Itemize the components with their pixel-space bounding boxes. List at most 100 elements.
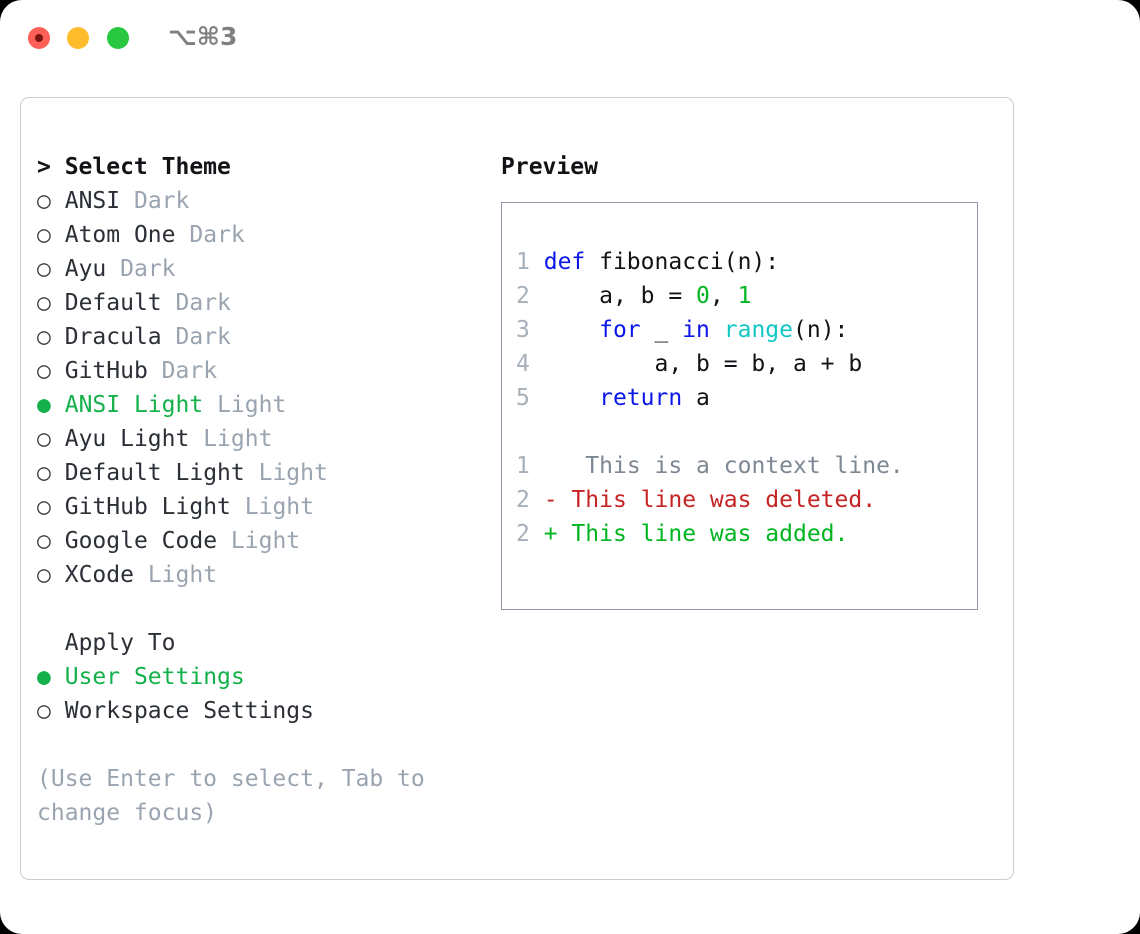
- theme-category: Light: [244, 494, 314, 520]
- theme-name: Dracula: [64, 324, 162, 350]
- theme-list-item[interactable]: ○ Ayu Light Light: [37, 422, 487, 456]
- theme-name: Default Light: [64, 460, 245, 486]
- theme-category: Dark: [133, 188, 190, 214]
- theme-list-item[interactable]: ○ Google Code Light: [37, 524, 487, 558]
- theme-category: Light: [203, 426, 273, 452]
- theme-name: Atom One: [64, 222, 176, 248]
- code-spacer: [516, 415, 973, 449]
- radio-unselected-icon: ○: [37, 188, 51, 214]
- theme-category: Dark: [120, 256, 176, 282]
- theme-list-item[interactable]: ○ GitHub Dark: [37, 354, 487, 388]
- theme-list-item[interactable]: ○ Default Dark: [37, 286, 487, 320]
- radio-unselected-icon: ○: [37, 494, 51, 520]
- radio-unselected-icon: ○: [37, 222, 51, 248]
- diff-line: 2 + This line was added.: [516, 517, 973, 551]
- diff-line: 2 - This line was deleted.: [516, 483, 973, 517]
- code-token: _: [640, 317, 683, 343]
- theme-category: Light: [230, 528, 301, 554]
- theme-list-item[interactable]: ● ANSI Light Light: [37, 388, 487, 422]
- keyboard-shortcut-label: ⌥⌘3: [168, 22, 238, 51]
- code-token: range: [723, 317, 794, 343]
- code-token: ,: [709, 283, 738, 309]
- theme-name: ANSI: [64, 188, 121, 214]
- theme-list-item[interactable]: ○ GitHub Light Light: [37, 490, 487, 524]
- theme-list-item[interactable]: ○ Ayu Dark: [37, 252, 487, 286]
- title-bar: ⌥⌘3: [0, 0, 1140, 78]
- line-number: 1: [516, 453, 530, 479]
- radio-unselected-icon: ○: [37, 698, 51, 724]
- code-token: [544, 317, 599, 343]
- theme-name: GitHub: [64, 358, 148, 384]
- diff-text: This line was deleted.: [557, 487, 877, 513]
- code-token: a, b =: [543, 283, 697, 309]
- theme-category: Light: [258, 460, 328, 486]
- diff-sign: -: [543, 487, 558, 513]
- line-number: 2: [516, 283, 530, 309]
- theme-category: Light: [217, 392, 287, 418]
- theme-list-item[interactable]: ○ Default Light Light: [37, 456, 487, 490]
- diff-line: 1 This is a context line.: [516, 449, 973, 483]
- apply-to-label: User Settings: [64, 664, 245, 690]
- apply-to-title: ○ Apply To: [64, 630, 176, 656]
- radio-unselected-icon: ○: [37, 324, 51, 350]
- preview-title: Preview: [501, 154, 598, 180]
- theme-name: Google Code: [64, 528, 218, 554]
- apply-to-section: ○ Apply To ● User Settings○ Workspace Se…: [37, 626, 487, 728]
- radio-selected-icon: ●: [37, 392, 51, 418]
- zoom-button[interactable]: [107, 27, 129, 49]
- apply-to-option[interactable]: ● User Settings: [37, 660, 487, 694]
- close-icon: [35, 34, 43, 42]
- code-line: 4 a, b = b, a + b: [516, 347, 973, 381]
- line-number: 2: [516, 521, 530, 547]
- code-token: for: [599, 317, 641, 343]
- page-title: > Select Theme: [37, 154, 231, 180]
- radio-unselected-icon: ○: [37, 460, 51, 486]
- code-token: a, b = b, a + b: [543, 351, 863, 377]
- theme-name: Default: [64, 290, 162, 316]
- apply-to-label: Workspace Settings: [64, 698, 314, 724]
- preview-pane: Preview 1 def fibonacci(n):2 a, b = 0, 1…: [501, 150, 1001, 610]
- theme-category: Dark: [161, 358, 218, 384]
- code-token: [544, 385, 599, 411]
- line-number: 4: [516, 351, 530, 377]
- theme-name: XCode: [64, 562, 134, 588]
- theme-list: ○ ANSI Dark○ Atom One Dark○ Ayu Dark○ De…: [37, 184, 487, 592]
- code-token: fibonacci(n):: [585, 249, 780, 275]
- theme-category: Dark: [175, 290, 231, 316]
- apply-to-option[interactable]: ○ Workspace Settings: [37, 694, 487, 728]
- theme-list-item[interactable]: ○ Atom One Dark: [37, 218, 487, 252]
- theme-name: Ayu: [64, 256, 107, 282]
- code-token: 0: [696, 283, 710, 309]
- close-button[interactable]: [28, 27, 50, 49]
- theme-list-item[interactable]: ○ XCode Light: [37, 558, 487, 592]
- diff-text: This line was added.: [557, 521, 849, 547]
- code-line: 5 return a: [516, 381, 973, 415]
- code-token: (n):: [793, 317, 849, 343]
- theme-name: GitHub Light: [64, 494, 231, 520]
- code-token: [710, 317, 724, 343]
- line-number: 5: [516, 385, 530, 411]
- radio-unselected-icon: ○: [37, 562, 51, 588]
- code-token: def: [543, 249, 586, 275]
- radio-unselected-icon: ○: [37, 358, 51, 384]
- apply-to-options: ● User Settings○ Workspace Settings: [37, 660, 487, 728]
- theme-category: Dark: [175, 324, 231, 350]
- code-token: in: [682, 317, 710, 343]
- theme-selector-pane: > Select Theme ○ ANSI Dark○ Atom One Dar…: [37, 150, 487, 830]
- minimize-button[interactable]: [67, 27, 89, 49]
- theme-name: ANSI Light: [64, 392, 204, 418]
- theme-list-item[interactable]: ○ ANSI Dark: [37, 184, 487, 218]
- line-number: 1: [516, 249, 530, 275]
- radio-unselected-icon: ○: [37, 290, 51, 316]
- radio-unselected-icon: ○: [37, 256, 51, 282]
- keyboard-hint: (Use Enter to select, Tab to change focu…: [37, 766, 425, 826]
- diff-text: This is a context line.: [557, 453, 904, 479]
- dialog-card: > Select Theme ○ ANSI Dark○ Atom One Dar…: [20, 97, 1014, 880]
- radio-selected-icon: ●: [37, 664, 51, 690]
- code-token: return: [599, 385, 683, 411]
- code-line: 2 a, b = 0, 1: [516, 279, 973, 313]
- theme-list-item[interactable]: ○ Dracula Dark: [37, 320, 487, 354]
- code-line: 1 def fibonacci(n):: [516, 245, 973, 279]
